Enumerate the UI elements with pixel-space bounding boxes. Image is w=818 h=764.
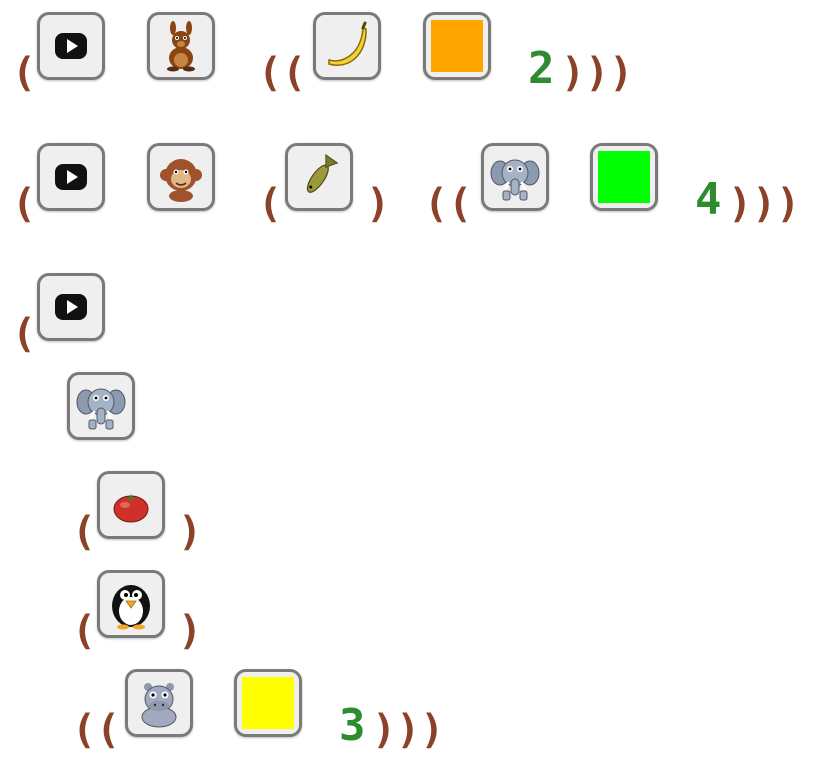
count-number: 4 bbox=[695, 174, 722, 225]
tomato-icon[interactable] bbox=[97, 471, 165, 539]
play-button-icon[interactable] bbox=[37, 143, 105, 211]
monkey-icon[interactable] bbox=[147, 143, 215, 211]
open-paren: ( bbox=[72, 509, 97, 555]
open-paren: ( bbox=[12, 50, 37, 96]
elephant-icon[interactable] bbox=[67, 372, 135, 440]
play-button-icon[interactable] bbox=[37, 273, 105, 341]
close-paren: ))) bbox=[372, 707, 445, 753]
close-paren: ) bbox=[366, 181, 391, 227]
fish-icon[interactable] bbox=[285, 143, 353, 211]
close-paren: ) bbox=[178, 509, 203, 555]
close-paren: ))) bbox=[728, 181, 801, 227]
elephant-icon[interactable] bbox=[481, 143, 549, 211]
open-paren: ( bbox=[258, 181, 283, 227]
hippo-icon[interactable] bbox=[125, 669, 193, 737]
count-number: 3 bbox=[339, 700, 366, 751]
orange-swatch[interactable] bbox=[423, 12, 491, 80]
open-paren: ( bbox=[12, 181, 37, 227]
color-swatch bbox=[242, 677, 294, 729]
open-paren: ( bbox=[72, 608, 97, 654]
color-swatch bbox=[598, 151, 650, 203]
penguin-icon[interactable] bbox=[97, 570, 165, 638]
color-swatch bbox=[431, 20, 483, 72]
close-paren: ))) bbox=[561, 50, 634, 96]
green-swatch[interactable] bbox=[590, 143, 658, 211]
kangaroo-icon[interactable] bbox=[147, 12, 215, 80]
open-paren: (( bbox=[72, 707, 121, 753]
open-paren: (( bbox=[258, 50, 307, 96]
play-button-icon[interactable] bbox=[37, 12, 105, 80]
open-paren: (( bbox=[424, 181, 473, 227]
count-number: 2 bbox=[528, 43, 555, 94]
yellow-swatch[interactable] bbox=[234, 669, 302, 737]
close-paren: ) bbox=[178, 608, 203, 654]
open-paren: ( bbox=[12, 311, 37, 357]
banana-icon[interactable] bbox=[313, 12, 381, 80]
